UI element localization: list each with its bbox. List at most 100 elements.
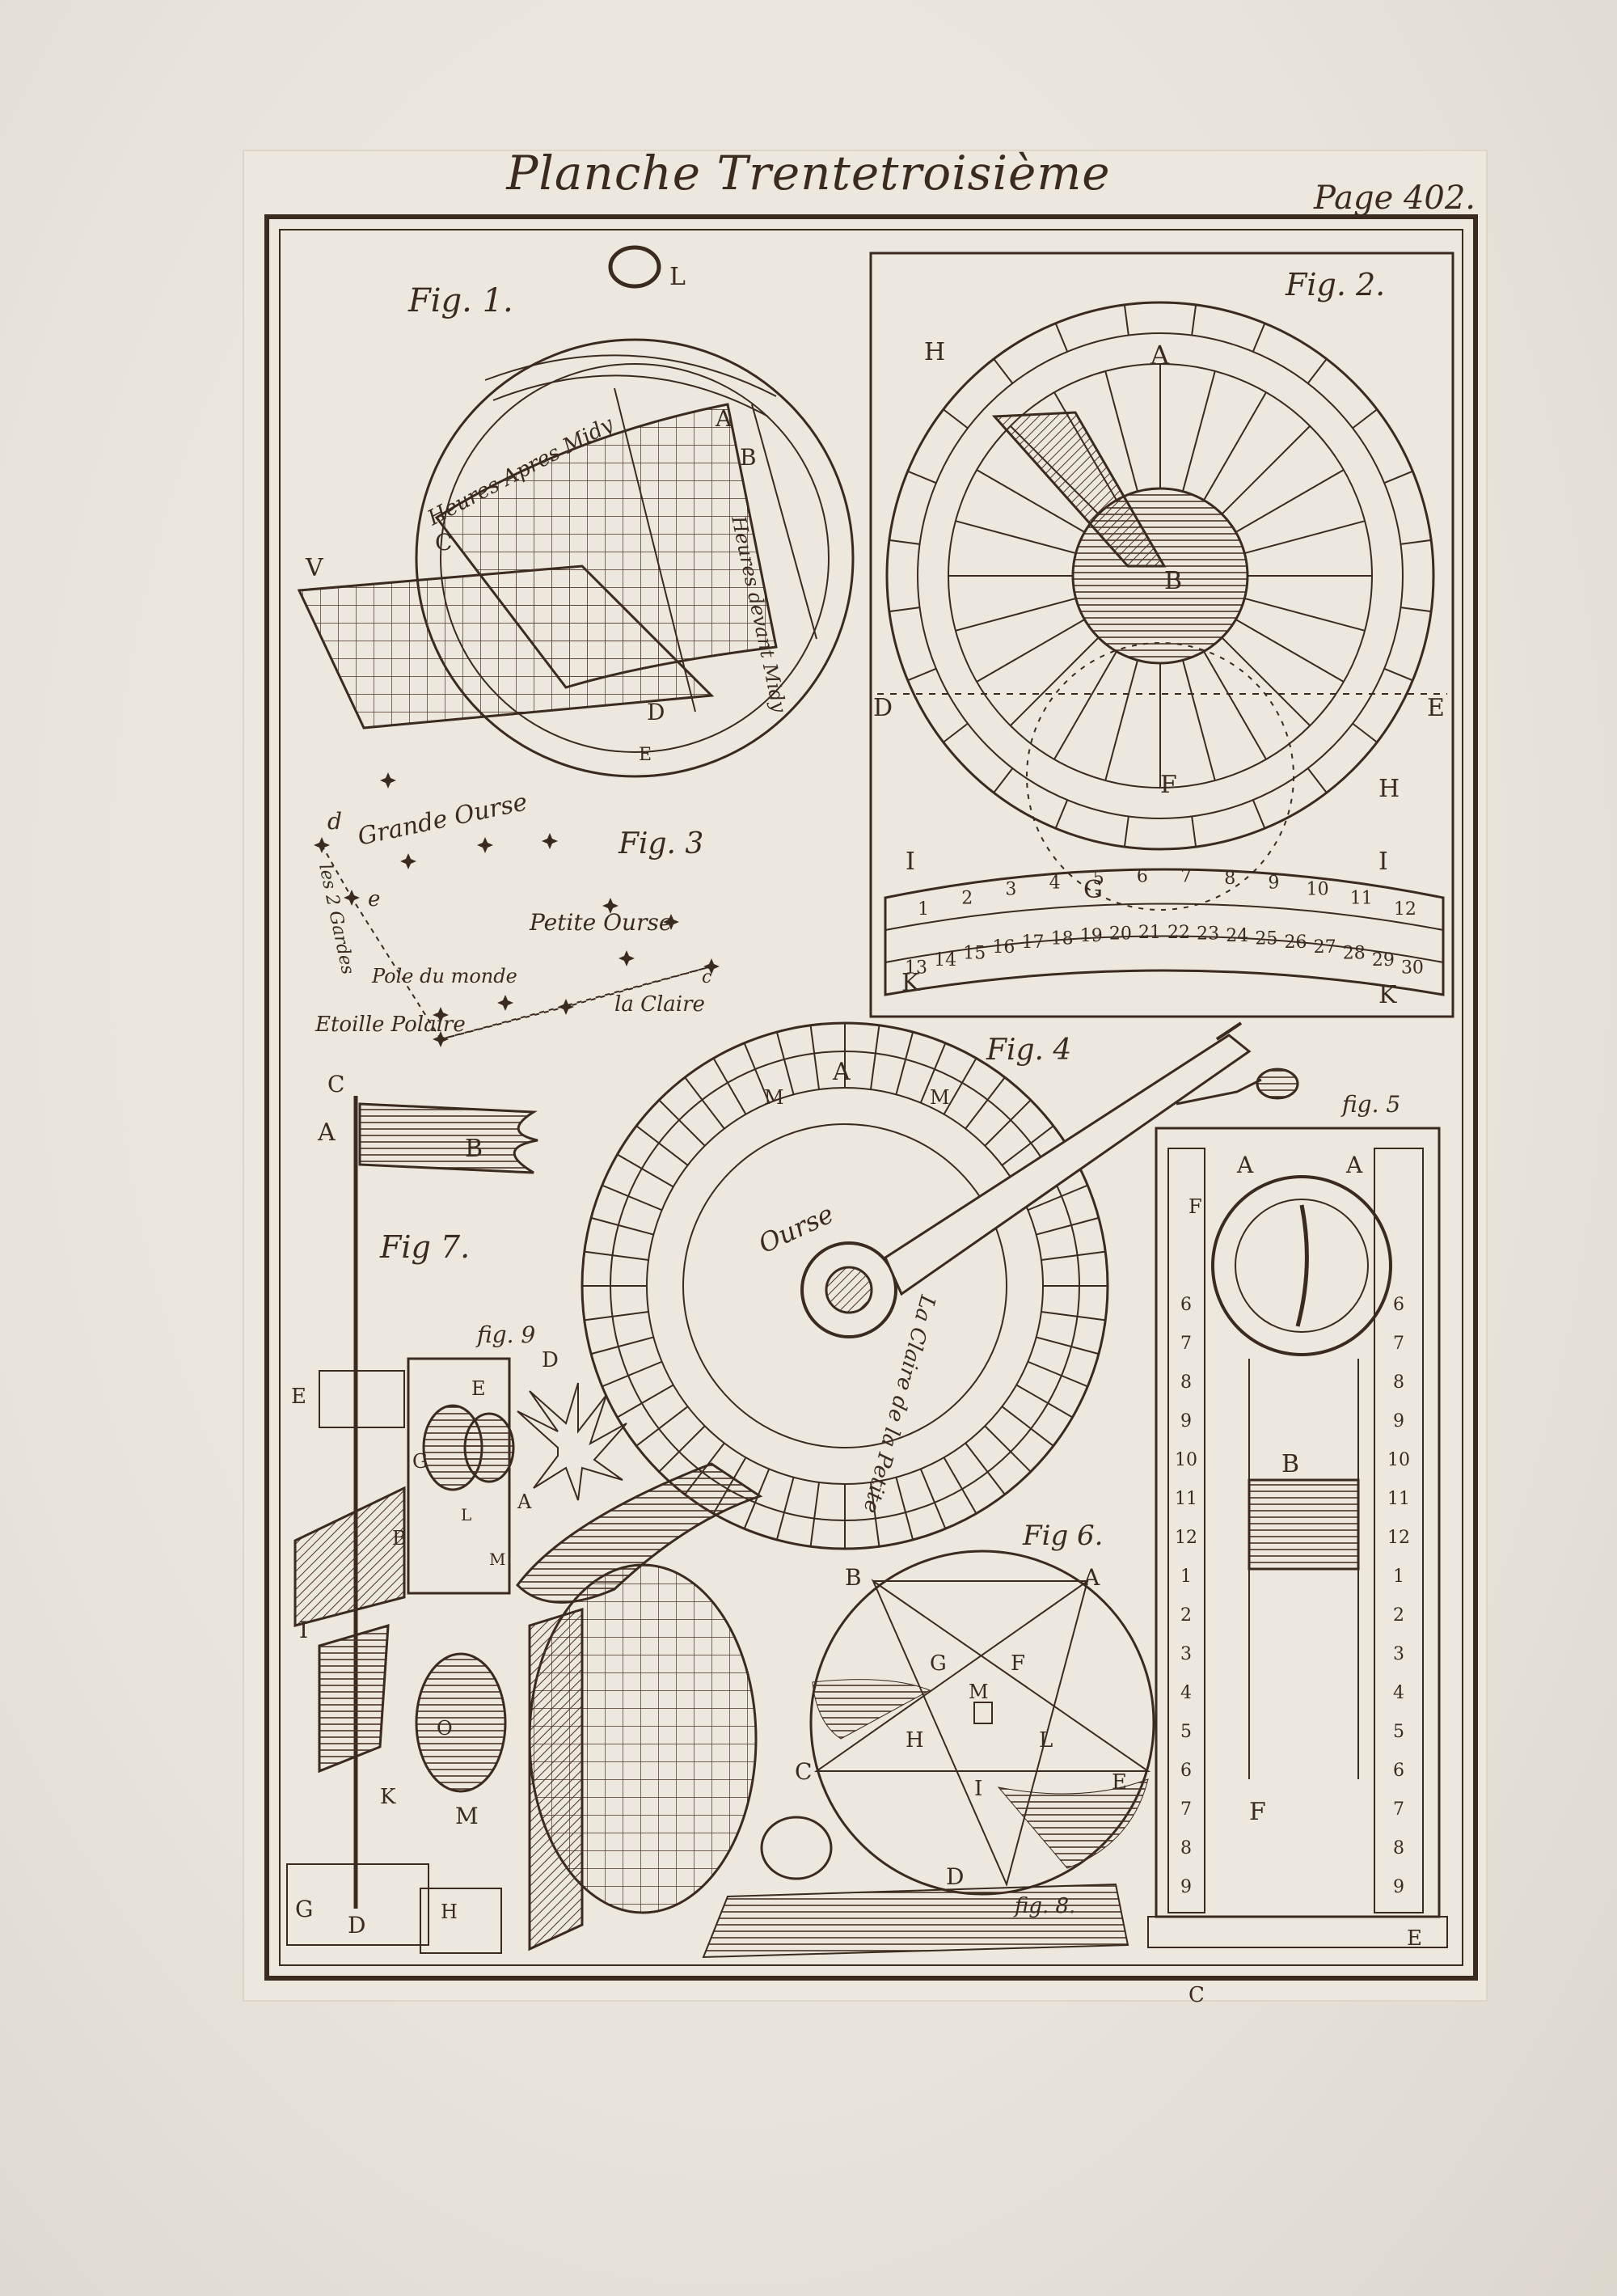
fig7-label-M: M: [455, 1803, 479, 1829]
fig2-scale-number: 27: [1314, 937, 1336, 958]
fig5-scale-number: 2: [1180, 1605, 1192, 1626]
star-mark: [542, 833, 558, 849]
fig2-label-H-top: H: [924, 338, 945, 366]
fig5-weight: [1248, 1478, 1360, 1571]
star-mark: [602, 898, 619, 914]
fig5-clock-face: [1211, 1175, 1392, 1356]
fig2-dashed-circle: [1026, 642, 1294, 911]
fig5-caption: fig. 5: [1340, 1091, 1400, 1118]
fig2-scale-number: 6: [1137, 866, 1148, 886]
fig7-label-O: O: [437, 1717, 453, 1740]
fig6-label-G: G: [930, 1651, 947, 1676]
star-mark: [380, 772, 396, 789]
fig3-caption: Fig. 3: [618, 827, 703, 860]
figure-2: [877, 301, 1447, 996]
fig1-label-E: E: [639, 745, 652, 765]
star-mark: [344, 890, 360, 906]
fig9-label-G: G: [412, 1450, 428, 1473]
fig4-center-rivet: [800, 1241, 897, 1338]
star-mark: [558, 999, 574, 1015]
fig3-petite-ourse: Petite Ourse: [529, 909, 672, 936]
fig2-label-K-left: K: [901, 969, 920, 997]
fig7-caption: Fig 7.: [379, 1229, 470, 1265]
fig2-scale-number: 20: [1109, 924, 1132, 944]
fig7-label-K: K: [380, 1785, 396, 1809]
fig2-scale-number: 21: [1138, 923, 1161, 943]
fig5-scale-number: 11: [1387, 1489, 1410, 1509]
fig1-label-L: L: [669, 263, 686, 291]
fig7-star-wheel: [318, 1623, 390, 1774]
fig2-scale-number: 7: [1180, 866, 1192, 886]
fig5-label-E: E: [1407, 1926, 1422, 1951]
fig3-letter-e: e: [368, 887, 380, 911]
star-mark: [433, 1007, 449, 1023]
fig5-scale-number: 1: [1180, 1567, 1192, 1587]
fig5-scale-number: 2: [1393, 1605, 1404, 1626]
fig8-base: [702, 1883, 1129, 1959]
fig5-scale-number: 6: [1393, 1295, 1404, 1315]
fig2-panel: [869, 252, 1454, 1018]
fig2-scale-number: 8: [1224, 869, 1235, 889]
fig6-label-E: E: [1112, 1770, 1127, 1795]
fig5-label-B: B: [1281, 1450, 1299, 1478]
fig1-label-A: A: [715, 405, 733, 432]
fig2-scale-band: [884, 868, 1445, 996]
fig2-label-K-right: K: [1378, 981, 1397, 1009]
fig7-label-B-lower: B: [392, 1527, 407, 1550]
plate-title: Planche Trentetroisième: [506, 146, 1111, 201]
fig5-scale-number: 4: [1180, 1683, 1192, 1703]
figure-8: [528, 1563, 1129, 1959]
fig1-label-B: B: [740, 444, 757, 471]
fig1-dial-ring: [415, 338, 855, 778]
fig5-label-A-right: A: [1345, 1152, 1363, 1178]
fig5-scale-number: 3: [1180, 1644, 1192, 1664]
fig1-caption: Fig. 1.: [407, 282, 513, 319]
fig5-scale-number: 6: [1180, 1295, 1192, 1315]
fig3-stars: [314, 772, 720, 1047]
fig4-label-A: A: [832, 1058, 851, 1086]
fig9-label-L: L: [461, 1505, 471, 1524]
fig7-label-A: A: [317, 1118, 336, 1147]
fig2-scale-number: 1: [918, 899, 929, 920]
fig3-la-claire: la Claire: [614, 992, 705, 1017]
fig3-pole: Pole du monde: [371, 965, 517, 987]
fig5-scale-number: 10: [1175, 1450, 1197, 1470]
fig3-gardes: les 2 Gardes: [315, 862, 357, 976]
fig1-hour-leaf: [434, 403, 778, 689]
fig7-label-C: C: [327, 1071, 344, 1097]
fig6-label-M: M: [969, 1681, 989, 1703]
fig5-scale-number: 8: [1393, 1372, 1404, 1393]
fig5-scale-number: 11: [1175, 1489, 1197, 1509]
figure-9: [407, 1357, 627, 1595]
fig1-label-V: V: [305, 554, 324, 582]
fig3-grande-ourse: Grande Ourse: [355, 788, 530, 852]
fig2-scale-number: 19: [1080, 926, 1103, 946]
fig9-label-M: M: [489, 1550, 505, 1569]
fig1-label-D: D: [647, 699, 665, 725]
figure-6: [809, 1550, 1155, 1896]
fig8-caption: fig. 8.: [1013, 1894, 1075, 1918]
fig6-label-C: C: [795, 1758, 812, 1785]
fig4-handle: [516, 1462, 763, 1604]
fig9-fan: [517, 1382, 627, 1501]
fig4-caption: Fig. 4: [986, 1034, 1071, 1067]
fig2-scale-number: 18: [1051, 928, 1074, 949]
fig6-caption: Fig 6.: [1022, 1520, 1103, 1552]
star-mark: [400, 853, 416, 869]
fig2-label-E: E: [1427, 694, 1445, 722]
fig2-scale-number: 25: [1255, 928, 1277, 949]
fig2-scale-number: 10: [1307, 880, 1329, 900]
star-mark: [703, 958, 720, 975]
fig5-label-F-bottom: F: [1249, 1798, 1266, 1826]
fig5-scale-number: 6: [1180, 1761, 1192, 1781]
fig2-scale-number: 15: [963, 943, 986, 963]
figure-4: [516, 1021, 1252, 1604]
fig5-scale-number: 10: [1387, 1450, 1410, 1470]
fig5-scale-number: 12: [1387, 1528, 1410, 1548]
fig2-scale-number: 9: [1268, 873, 1279, 893]
fig7-label-H: H: [441, 1901, 458, 1923]
fig5-label-A-left: A: [1236, 1152, 1254, 1178]
fig7-label-B-flag: B: [465, 1135, 483, 1163]
